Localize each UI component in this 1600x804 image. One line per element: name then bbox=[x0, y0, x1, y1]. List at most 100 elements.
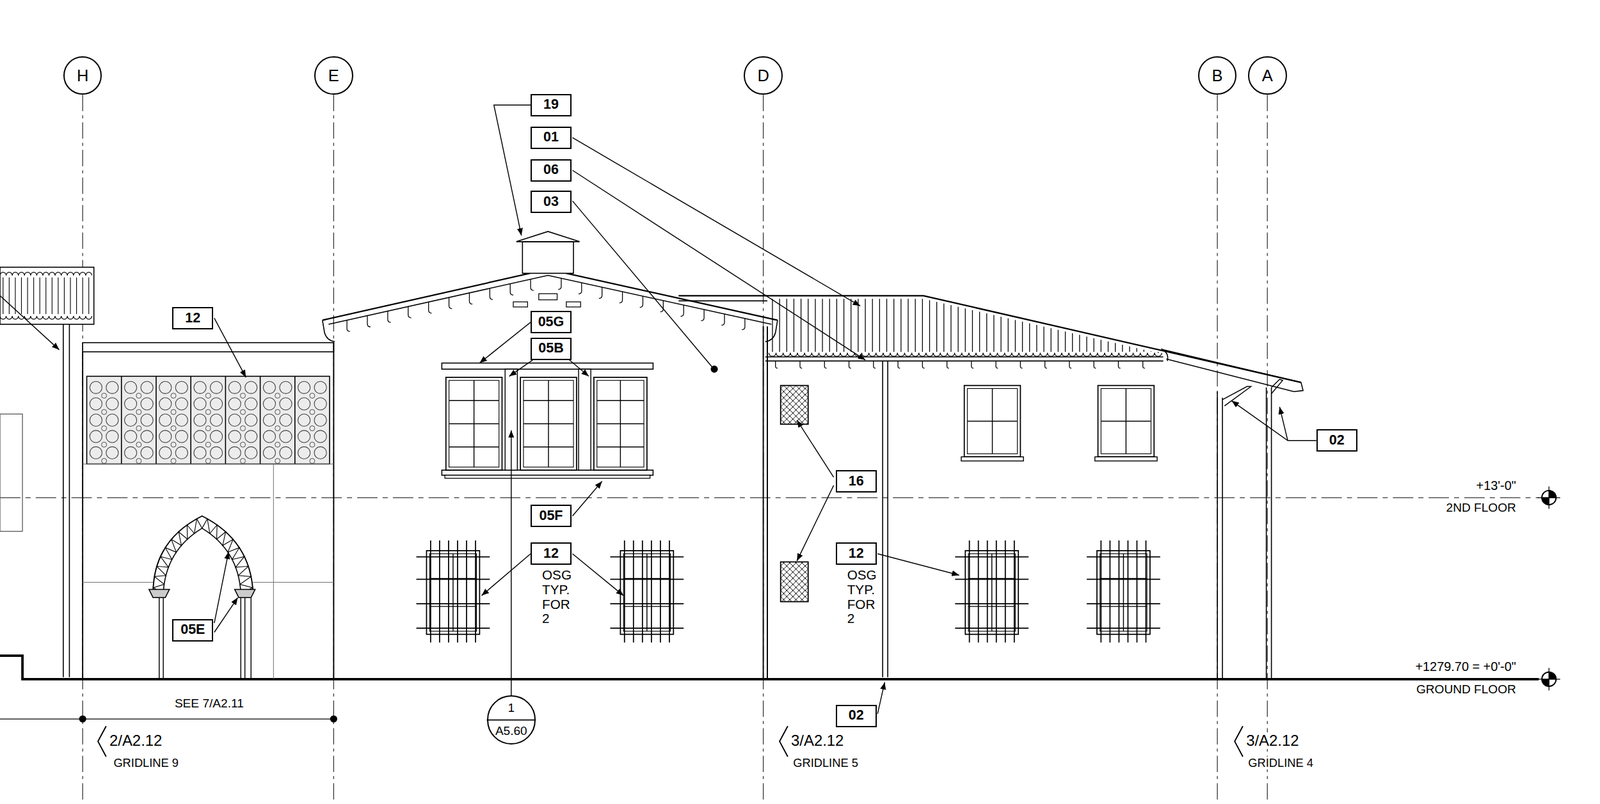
screen-pattern bbox=[205, 393, 211, 399]
leader-line bbox=[509, 360, 534, 377]
roof-tile bbox=[67, 272, 74, 276]
roof-tile bbox=[786, 298, 788, 352]
screen-pattern bbox=[175, 430, 188, 443]
screen-pattern bbox=[245, 398, 258, 411]
screen-pattern bbox=[298, 414, 311, 427]
screen-pattern bbox=[314, 414, 327, 427]
roof-tile bbox=[983, 353, 991, 358]
window bbox=[429, 554, 477, 632]
screen-pattern bbox=[101, 409, 107, 415]
grid-letter: H bbox=[76, 66, 89, 85]
level-symbol bbox=[1548, 672, 1556, 680]
leader-line bbox=[572, 481, 602, 517]
screen-pattern bbox=[298, 446, 311, 459]
rafter-tail bbox=[1143, 360, 1145, 368]
roof-tile bbox=[57, 277, 59, 315]
screen-pattern bbox=[279, 430, 292, 443]
grid-letter: D bbox=[757, 66, 769, 85]
roof-tile bbox=[1015, 320, 1016, 352]
pilaster bbox=[578, 369, 591, 471]
window-grille bbox=[954, 540, 1029, 643]
roof-tile bbox=[778, 298, 780, 352]
rafter-tail bbox=[800, 360, 802, 368]
callout-number: 06 bbox=[543, 162, 559, 178]
wall-edge bbox=[763, 326, 768, 680]
screen-pattern bbox=[205, 426, 211, 432]
callout-number: 12 bbox=[184, 311, 201, 327]
porch-bracket bbox=[1271, 379, 1284, 394]
callout-number: 12 bbox=[543, 546, 559, 562]
roof-tile bbox=[919, 353, 927, 358]
roof-tile bbox=[814, 298, 816, 352]
roof-tile bbox=[768, 353, 776, 358]
screen-pattern bbox=[136, 458, 142, 464]
roof-tile bbox=[826, 353, 834, 358]
roof-tile bbox=[1100, 339, 1102, 352]
grid-letter: A bbox=[1262, 66, 1273, 85]
screen-pattern bbox=[136, 442, 142, 448]
roof-tile bbox=[1090, 353, 1098, 358]
roof-tile bbox=[30, 272, 38, 276]
rafter-tail bbox=[824, 360, 827, 368]
roof-tile bbox=[807, 298, 809, 352]
leader-line bbox=[1231, 401, 1316, 441]
screen-pattern bbox=[263, 446, 276, 459]
porch-column bbox=[1217, 387, 1272, 680]
screen-pattern bbox=[228, 430, 241, 443]
screen-panel bbox=[155, 376, 157, 464]
screen-pattern bbox=[193, 430, 207, 443]
screen-pattern bbox=[228, 414, 241, 427]
pointed-arch bbox=[163, 528, 241, 594]
roof-tile bbox=[82, 277, 84, 315]
roof-tile bbox=[993, 315, 994, 353]
window bbox=[620, 551, 674, 635]
screen-pattern bbox=[245, 414, 258, 427]
screen-pattern bbox=[124, 398, 137, 411]
callout-number: 06 bbox=[530, 159, 572, 182]
roof-tile bbox=[776, 353, 784, 358]
downspout bbox=[882, 360, 888, 678]
callout-number: 05E bbox=[172, 619, 214, 642]
roof-tile bbox=[67, 316, 74, 320]
roof-tiles bbox=[0, 267, 95, 325]
window bbox=[1096, 551, 1151, 635]
leader-line bbox=[479, 322, 531, 364]
roof-tile bbox=[55, 272, 62, 276]
screen-pattern bbox=[101, 442, 107, 448]
section-ref: A5.60 bbox=[495, 725, 528, 739]
roof-tile bbox=[6, 316, 13, 320]
gridline-bubble: B bbox=[1198, 56, 1238, 96]
callout-number: 16 bbox=[848, 474, 864, 490]
screen-pattern bbox=[209, 414, 223, 427]
screen-pattern bbox=[314, 430, 327, 443]
window-mullion bbox=[449, 380, 500, 468]
level-symbol bbox=[1537, 487, 1561, 510]
roof-tile bbox=[864, 298, 866, 352]
window bbox=[967, 388, 1017, 454]
roof-tile bbox=[1157, 352, 1159, 354]
screen-pattern bbox=[240, 458, 246, 464]
roof-tile bbox=[811, 353, 819, 358]
leader-line bbox=[796, 485, 834, 562]
roof-tile bbox=[1136, 348, 1138, 352]
level-symbol bbox=[1541, 679, 1549, 687]
screen-pattern bbox=[106, 398, 119, 411]
screen-pattern bbox=[89, 414, 102, 427]
callout-number: 05F bbox=[530, 504, 572, 528]
callout-number: 03 bbox=[530, 190, 572, 214]
note-text: OSG TYP. FOR 2 bbox=[846, 568, 879, 627]
screen-pattern bbox=[240, 393, 246, 399]
window-grille bbox=[609, 540, 684, 643]
rafter-tail bbox=[367, 315, 371, 328]
cornice bbox=[82, 343, 334, 352]
roof-tile bbox=[1079, 334, 1080, 352]
leader-line bbox=[214, 597, 239, 633]
window-mullion bbox=[1100, 554, 1147, 632]
screen-panel bbox=[225, 376, 227, 464]
roof-tile bbox=[1121, 344, 1123, 352]
rafter-tail bbox=[1045, 360, 1048, 368]
roof-tile bbox=[36, 316, 43, 320]
roof-tile bbox=[1128, 346, 1130, 352]
roof-tile bbox=[897, 353, 905, 358]
elevation-linework bbox=[0, 94, 1561, 804]
